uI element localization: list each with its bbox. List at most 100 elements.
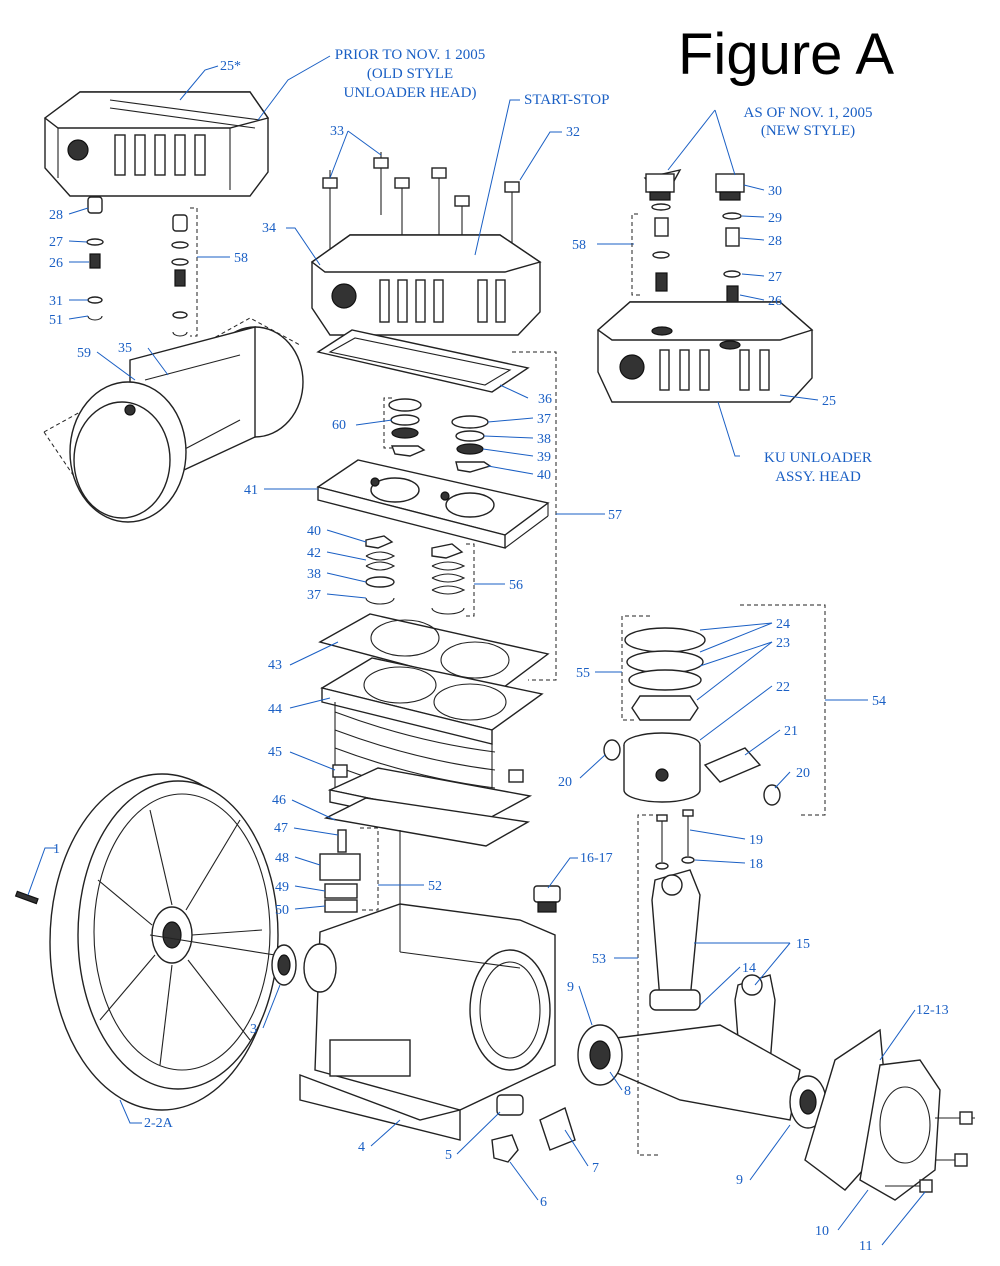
callout-36: 36 — [538, 392, 552, 407]
callout-15: 15 — [796, 937, 810, 952]
callout-41: 41 — [244, 483, 258, 498]
callout-6: 6 — [540, 1195, 547, 1210]
callout-54: 54 — [872, 694, 886, 709]
callout-37-lower: 37 — [307, 588, 321, 603]
callout-50: 50 — [275, 903, 289, 918]
oil-seal — [271, 944, 297, 986]
crankcase — [299, 903, 556, 1141]
callout-9-lower: 9 — [736, 1173, 743, 1188]
callout-20-right: 20 — [796, 766, 810, 781]
unloader-valve-parts — [319, 827, 379, 913]
callout-26-right: 26 — [768, 294, 782, 309]
callout-28-right: 28 — [768, 234, 782, 249]
note-start-stop: START-STOP — [524, 92, 609, 108]
drain-fittings — [491, 1094, 576, 1163]
callout-35: 35 — [118, 341, 132, 356]
air-filter — [43, 317, 304, 523]
valve-parts-upper — [383, 397, 492, 473]
callout-4: 4 — [358, 1140, 365, 1155]
callout-38-lower: 38 — [307, 567, 321, 582]
callout-30: 30 — [768, 184, 782, 199]
callout-32: 32 — [566, 125, 580, 140]
part-callouts: 25* 33 32 34 28 27 26 31 51 58 59 35 36 … — [49, 59, 949, 1254]
notes: PRIOR TO NOV. 1 2005 (OLD STYLE UNLOADER… — [335, 47, 873, 485]
callout-57: 57 — [608, 508, 622, 523]
callout-22: 22 — [776, 680, 790, 695]
unloader-small-parts — [86, 196, 198, 337]
callout-49: 49 — [275, 880, 289, 895]
cylinder-assembly — [318, 613, 550, 835]
callout-23: 23 — [776, 636, 790, 651]
callout-42: 42 — [307, 546, 321, 561]
breather-cap — [533, 885, 561, 913]
callout-34: 34 — [262, 221, 276, 236]
callout-18: 18 — [749, 857, 763, 872]
callout-26-left: 26 — [49, 256, 63, 271]
note-as-of-line-1: AS OF NOV. 1, 2005 — [744, 105, 873, 121]
note-prior-line-2: (OLD STYLE — [367, 66, 453, 82]
callout-25-star: 25* — [220, 59, 241, 74]
callout-10: 10 — [815, 1224, 829, 1239]
note-prior-line-1: PRIOR TO NOV. 1 2005 — [335, 47, 485, 63]
callout-21: 21 — [784, 724, 798, 739]
base-gasket — [323, 797, 531, 847]
piston-assembly — [603, 604, 826, 816]
head-gasket — [316, 329, 530, 393]
valve-plate — [316, 459, 550, 549]
callout-48: 48 — [275, 851, 289, 866]
callout-37-upper: 37 — [537, 412, 551, 427]
callout-31: 31 — [49, 294, 63, 309]
leader-lines — [27, 55, 926, 1246]
old-style-unloader-head — [43, 91, 270, 197]
crankshaft-and-rods — [577, 809, 827, 1156]
start-stop-head — [310, 152, 542, 336]
new-style-unloader-head — [596, 168, 814, 403]
callout-28-left: 28 — [49, 208, 63, 223]
callout-44: 44 — [268, 702, 282, 717]
note-ku-line-1: KU UNLOADER — [764, 450, 872, 466]
callout-46: 46 — [272, 793, 286, 808]
note-ku-line-2: ASSY. HEAD — [775, 469, 861, 485]
callout-5: 5 — [445, 1148, 452, 1163]
callout-33: 33 — [330, 124, 344, 139]
flywheel — [14, 773, 279, 1111]
callout-51: 51 — [49, 313, 63, 328]
callout-1: 1 — [53, 842, 60, 857]
callout-12-13: 12-13 — [916, 1003, 949, 1018]
callout-53: 53 — [592, 952, 606, 967]
callout-19: 19 — [749, 833, 763, 848]
bracket-57 — [512, 351, 557, 681]
callout-11: 11 — [859, 1239, 872, 1254]
callout-9-upper: 9 — [567, 980, 574, 995]
valve-parts-lower — [365, 535, 475, 617]
callout-16-17: 16-17 — [580, 851, 613, 866]
note-as-of-line-2: (NEW STYLE) — [761, 123, 855, 139]
callout-58-right: 58 — [572, 238, 586, 253]
callout-60: 60 — [332, 418, 346, 433]
callout-43: 43 — [268, 658, 282, 673]
callout-7: 7 — [592, 1161, 599, 1176]
callout-45: 45 — [268, 745, 282, 760]
callout-14: 14 — [742, 961, 756, 976]
callout-24: 24 — [776, 617, 790, 632]
callout-3: 3 — [250, 1022, 257, 1037]
callout-40-lower: 40 — [307, 524, 321, 539]
callout-27-left: 27 — [49, 235, 63, 250]
note-prior-line-3: UNLOADER HEAD) — [344, 85, 477, 101]
callout-27-right: 27 — [768, 270, 782, 285]
callout-20-left: 20 — [558, 775, 572, 790]
callout-39: 39 — [537, 450, 551, 465]
callout-38-upper: 38 — [537, 432, 551, 447]
figure-title: Figure A — [678, 22, 894, 87]
callout-55: 55 — [576, 666, 590, 681]
callout-29: 29 — [768, 211, 782, 226]
callout-8: 8 — [624, 1084, 631, 1099]
bearing-cover — [804, 1028, 975, 1201]
callout-25: 25 — [822, 394, 836, 409]
callout-52: 52 — [428, 879, 442, 894]
callout-58-left: 58 — [234, 251, 248, 266]
callout-2-2a: 2-2A — [144, 1116, 174, 1131]
callout-56: 56 — [509, 578, 523, 593]
